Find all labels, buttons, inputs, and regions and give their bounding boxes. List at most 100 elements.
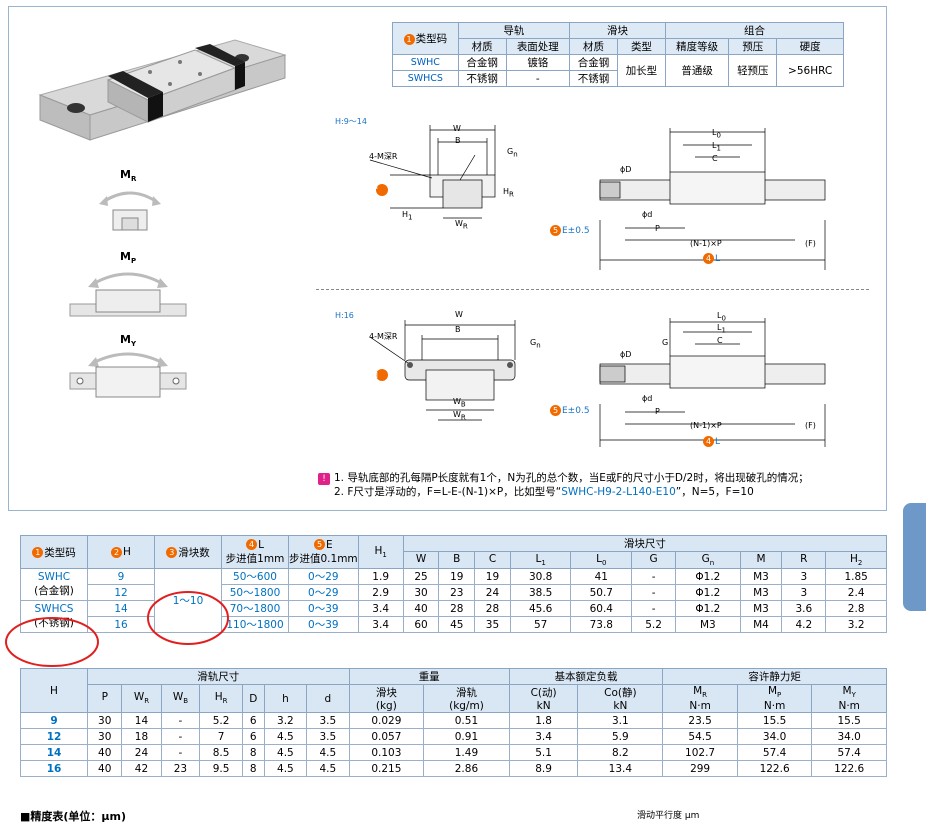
- diagram1-p: P: [655, 224, 660, 233]
- t1-cell: 41: [570, 568, 633, 585]
- t1-cell: 3: [781, 584, 827, 601]
- t2-cell: 299: [662, 760, 738, 777]
- t2-cell: 15.5: [736, 712, 813, 729]
- t1-cell: Φ1.2: [675, 568, 741, 585]
- t1-cell: 3.4: [357, 616, 404, 633]
- t2-cell: 1.8: [508, 712, 579, 729]
- spec-cell: 不锈钢: [457, 70, 507, 87]
- t1-col: B: [438, 551, 476, 569]
- t2-cell: 54.5: [662, 728, 738, 745]
- t1-cell: 25: [402, 568, 440, 585]
- diagram1-hr: HR: [503, 187, 514, 199]
- table-row: 12 50～1800 0～29 2.9 30 23 24 38.5 50.7 -…: [21, 584, 887, 601]
- t2-cell: 9.5: [199, 760, 243, 777]
- t1-cell: M3: [739, 568, 783, 585]
- t1-cell: -: [631, 600, 677, 617]
- diagram2-b: B: [455, 325, 461, 334]
- diagram1-wr: WR: [455, 219, 468, 231]
- diagram1-side-view: [599, 128, 826, 270]
- t2-cell: 8.5: [199, 744, 243, 761]
- spec-sub: 表面处理: [505, 38, 571, 55]
- spec-h-block: 滑块: [569, 22, 666, 39]
- table-row: SWHCS 不锈钢 - 不锈钢: [392, 70, 844, 87]
- warning-icon: !: [318, 473, 330, 485]
- diagram2-phid: ϕd: [642, 394, 653, 403]
- t1-cell: 0～29: [288, 584, 359, 601]
- spec-sub: 材质: [457, 38, 507, 55]
- spec-cell: 合金钢: [457, 54, 507, 71]
- t2-cell: 34.0: [811, 728, 887, 745]
- diagram2-gn: Gn: [530, 338, 541, 350]
- diagram2-h: H: [372, 371, 379, 380]
- diagram1-w: W: [453, 124, 461, 133]
- side-tab[interactable]: [903, 503, 926, 611]
- t1-cell: 50.7: [570, 584, 633, 601]
- t1-col: L1: [509, 551, 572, 569]
- t2-h-load: 基本额定负载: [508, 668, 664, 685]
- t2-cell: 8.9: [508, 760, 579, 777]
- t2-cell: 8: [241, 760, 265, 777]
- diagram1-phid: ϕd: [642, 210, 653, 219]
- t2-cell: 6: [241, 728, 265, 745]
- t2-col: 滑块(kg): [348, 684, 425, 713]
- annotation-circles: [5, 591, 229, 667]
- diagram2-m: 4-M深R: [369, 332, 398, 341]
- t2-cell: 3.5: [306, 712, 350, 729]
- t2-col: 滑轨(kg/m): [423, 684, 510, 713]
- precision-table-title: ■精度表(单位：μm): [20, 810, 127, 823]
- t2-cell: 7: [199, 728, 243, 745]
- t2-cell: 4.5: [263, 728, 308, 745]
- divider: [316, 289, 869, 290]
- diagram1-f: (F): [805, 239, 816, 248]
- t1-cell: 0～39: [288, 600, 359, 617]
- t1-cell: 2.9: [357, 584, 404, 601]
- t1-cell: 0～39: [288, 616, 359, 633]
- t2-h-h: H: [20, 668, 88, 713]
- diagram1-phid-big: ϕD: [620, 165, 632, 174]
- t1-cell: M3: [675, 616, 741, 633]
- t2-col: WB: [160, 684, 201, 713]
- diagram1-m: 4-M深R: [369, 152, 398, 161]
- diagram1-l0: L0: [712, 128, 721, 140]
- diagram2-phid-big: ϕD: [620, 350, 632, 359]
- note-line-2: 2. F尺寸是浮动的，F=L-E-(N-1)×P，比如型号“SWHC-H9-2-…: [334, 486, 754, 498]
- moment-mp-icon: [69, 272, 187, 317]
- t1-col: R: [781, 551, 827, 569]
- t1-code-2: SWHCS(不锈钢): [20, 600, 88, 633]
- t2-cell: 24: [121, 744, 162, 761]
- t2-col: C(动)kN: [508, 684, 579, 713]
- t2-col: Co(静)kN: [577, 684, 664, 713]
- t1-cell: 28: [438, 600, 476, 617]
- t1-cell: 3.2: [825, 616, 887, 633]
- t2-cell: 3.4: [508, 728, 579, 745]
- t1-h-h1: H1: [357, 535, 404, 569]
- diagram1-h1: H1: [402, 210, 413, 222]
- t1-cell: 16: [87, 616, 155, 633]
- t2-cell: 12: [20, 728, 88, 745]
- t1-col: M: [739, 551, 783, 569]
- t1-cell: 73.8: [570, 616, 633, 633]
- spec-cell: 镀铬: [505, 54, 571, 71]
- t2-cell: 8: [241, 744, 265, 761]
- t1-cell: 38.5: [509, 584, 572, 601]
- spec-sub: 材质: [569, 38, 618, 55]
- diagram1-np: (N-1)×P: [690, 239, 722, 248]
- t2-cell: 6: [241, 712, 265, 729]
- diagram2-side-view: [599, 318, 826, 447]
- t2-cell: 4.5: [306, 744, 350, 761]
- t1-cell: 45: [438, 616, 476, 633]
- t1-cell: -: [631, 568, 677, 585]
- diagram2-c: C: [717, 336, 723, 345]
- diagram1-cross-section: [369, 125, 496, 219]
- t2-col: WR: [121, 684, 162, 713]
- table-row: 14 40 24 - 8.5 8 4.5 4.5 0.103 1.49 5.1 …: [20, 744, 887, 761]
- t1-cell: 60: [402, 616, 440, 633]
- t1-cell: 110～1800: [221, 616, 289, 633]
- t2-h-weight: 重量: [348, 668, 510, 685]
